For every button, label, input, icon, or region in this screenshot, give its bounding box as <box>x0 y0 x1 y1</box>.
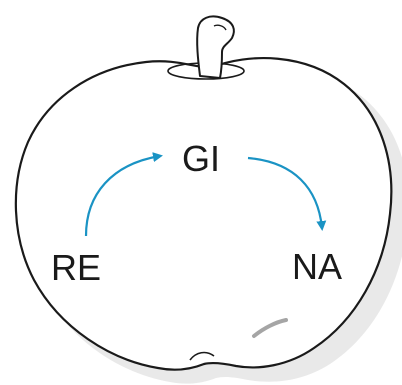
apple-shine-icon <box>252 318 288 338</box>
apple-bottom-dimple <box>189 351 215 361</box>
syllable-middle-label: GI <box>182 138 220 179</box>
apple-stem-icon <box>196 15 235 79</box>
stem-top-curl <box>213 24 227 31</box>
apple-outline-icon <box>14 56 393 371</box>
syllable-start-label: RE <box>51 247 101 288</box>
arrow-gi-to-na <box>247 156 327 231</box>
arrow-re-to-gi <box>84 152 163 237</box>
syllable-end-label: NA <box>292 246 342 287</box>
